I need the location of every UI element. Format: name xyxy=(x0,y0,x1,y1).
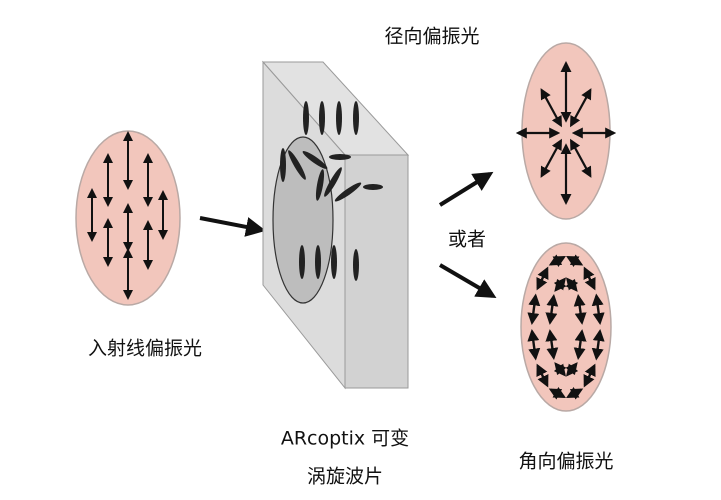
molecule-dash xyxy=(302,151,328,169)
double-arrow-icon xyxy=(548,254,566,268)
vortex-waveplate xyxy=(261,60,410,390)
double-arrow-icon xyxy=(545,329,559,360)
double-arrow-icon xyxy=(536,363,549,388)
molecule-dash xyxy=(324,167,342,197)
molecule-dash xyxy=(336,101,342,135)
double-arrow-icon xyxy=(565,362,579,377)
double-arrow-icon xyxy=(573,294,587,325)
double-arrow-icon xyxy=(540,88,562,128)
molecule-dash xyxy=(329,154,351,160)
molecule-dash xyxy=(334,182,362,202)
double-arrow-icon xyxy=(553,277,567,292)
molecule-dash xyxy=(299,245,305,279)
beam-arrow-radial xyxy=(438,171,494,207)
input-polarization-arrows xyxy=(87,131,168,300)
azimuthal-beam-spot xyxy=(520,242,612,412)
molecule-dash xyxy=(315,245,321,279)
waveplate-front-face xyxy=(344,154,409,389)
molecule-dash xyxy=(288,150,306,180)
liquid-crystal-molecules xyxy=(280,101,383,281)
double-arrow-icon xyxy=(583,266,596,291)
double-arrow-icon xyxy=(540,138,562,178)
double-arrow-icon xyxy=(527,329,541,361)
molecule-dash xyxy=(280,148,286,182)
double-arrow-icon xyxy=(527,293,541,325)
azimuthal-label: 角向偏振光 xyxy=(518,450,614,473)
double-arrow-icon xyxy=(553,362,567,377)
double-arrow-icon xyxy=(536,266,549,291)
waveplate-label-line2: 涡旋波片 xyxy=(306,465,384,488)
waveplate-label-line1: ARcoptix 可变 xyxy=(280,427,410,450)
molecule-dash xyxy=(303,101,309,135)
radial-polarization-arrows xyxy=(515,61,617,205)
molecule-dash xyxy=(353,249,359,281)
double-arrow-icon xyxy=(573,329,587,360)
double-arrow-icon xyxy=(583,363,596,388)
azimuthal-polarization-arrows xyxy=(527,254,605,400)
double-arrow-icon xyxy=(548,386,566,400)
double-arrow-icon xyxy=(545,294,559,325)
double-arrow-icon xyxy=(570,88,592,128)
double-arrow-icon xyxy=(591,293,605,325)
radial-label: 径向偏振光 xyxy=(384,25,480,48)
molecule-dash xyxy=(363,184,383,190)
molecule-dash xyxy=(315,169,325,201)
molecule-dash xyxy=(331,245,337,279)
molecule-dash xyxy=(319,101,325,135)
or-label: 或者 xyxy=(447,228,487,251)
double-arrow-icon xyxy=(565,277,579,292)
double-arrow-icon xyxy=(591,329,605,361)
molecule-dash xyxy=(353,101,359,135)
beam-arrow-in xyxy=(199,216,266,237)
beam-arrow-azimuthal xyxy=(438,263,497,299)
double-arrow-icon xyxy=(566,386,584,400)
double-arrow-icon xyxy=(570,138,592,178)
double-arrow-icon xyxy=(566,254,584,268)
input-label: 入射线偏振光 xyxy=(87,337,203,360)
